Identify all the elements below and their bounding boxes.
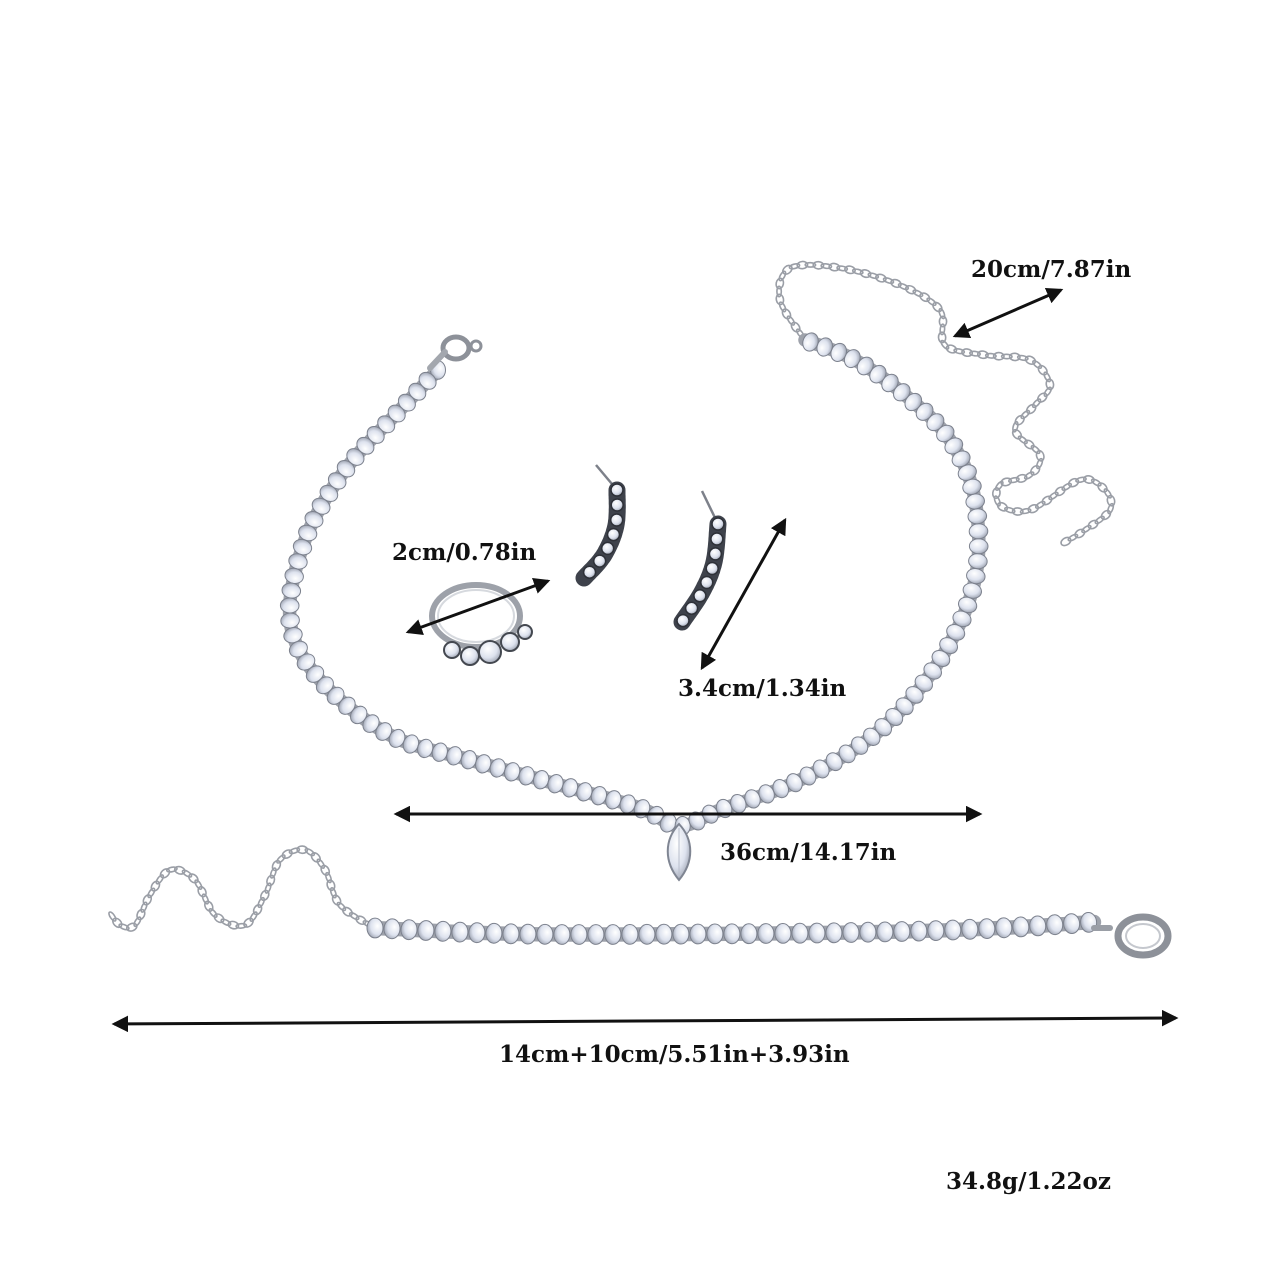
necklace-length-label: 36cm/14.17in [720,839,897,866]
ring-icon [429,582,533,666]
necklace-extender-chain [775,260,1116,547]
bracelet-measure-arrow [111,1009,1179,1033]
extender-measure-arrow [952,288,1064,338]
bracelet-clasp-icon [1091,913,1172,959]
ring-size-label: 2cm/0.78in [392,539,537,566]
ring-measure-arrow [405,578,551,635]
bracelet-stone-strand [366,912,1102,945]
earring-right [673,490,727,631]
earring-length-label: 3.4cm/1.34in [678,675,847,702]
weight-label: 34.8g/1.22oz [946,1168,1111,1195]
bracelet-extender-chain [108,845,381,933]
necklace-stone-strand [279,332,989,836]
earring-measure-arrow [700,517,787,671]
bracelet-length-label: 14cm+10cm/5.51in+3.93in [499,1041,850,1068]
extender-length-label: 20cm/7.87in [971,256,1132,283]
necklace-clasp-icon [427,334,483,371]
earring-left [575,464,626,587]
necklace-pendant-icon [666,822,692,882]
